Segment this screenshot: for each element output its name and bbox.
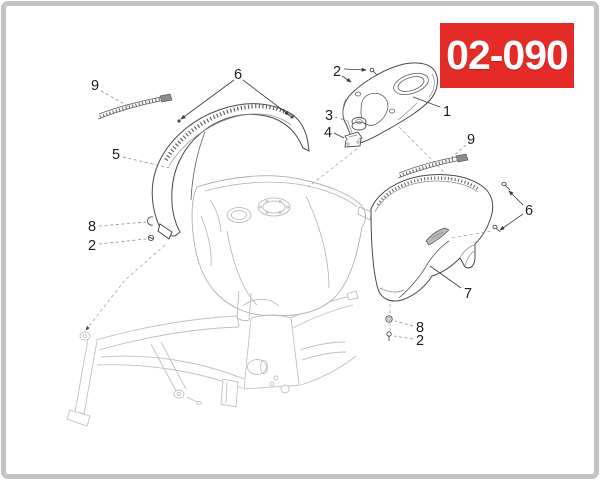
cover-emblem	[425, 227, 450, 246]
callout-ref-6-left: 6	[234, 67, 242, 83]
callout-ref-7: 7	[464, 286, 472, 302]
trim-strip-left	[97, 93, 173, 120]
mounting-bracket	[344, 131, 363, 148]
right-side-cover	[370, 173, 494, 302]
callout-ref-6-right: 6	[525, 203, 533, 219]
callout-ref-2-left: 2	[88, 238, 96, 254]
callout-ref-8-right: 8	[416, 320, 424, 336]
hardware-screws-clips	[147, 67, 511, 341]
grommet-right	[385, 315, 393, 323]
page-code-badge: 02-090	[440, 23, 574, 88]
screw-right-bottom	[386, 331, 392, 337]
leader-lines	[85, 67, 524, 340]
callout-ref-9-left: 9	[91, 78, 99, 94]
trim-strip-right	[397, 153, 469, 179]
motorcycle-frame-drawing	[66, 290, 359, 427]
callout-ref-5: 5	[112, 147, 120, 163]
callout-ref-2-top: 2	[333, 64, 341, 80]
fuel-tank-drawing	[191, 175, 373, 321]
screw-right-lower	[492, 224, 498, 230]
callout-ref-1: 1	[443, 104, 451, 120]
clip-left	[147, 216, 154, 226]
callout-ref-8-left: 8	[88, 219, 96, 235]
callout-ref-2-right: 2	[416, 333, 424, 349]
top-console-cover	[342, 62, 438, 144]
callout-ref-3: 3	[325, 108, 333, 124]
screw-right-upper	[501, 181, 507, 187]
screw-dot-left	[177, 119, 181, 123]
callout-ref-9-right: 9	[467, 132, 475, 148]
callout-numbers: 9 6 2 1 3 4 9 5 6 8 2 7 8 2	[88, 64, 533, 349]
page-code-text: 02-090	[446, 32, 569, 78]
screw-dot-mid	[290, 115, 294, 119]
callout-ref-4: 4	[324, 125, 332, 141]
left-side-cover	[151, 103, 310, 240]
screw-top	[369, 67, 375, 73]
grommet	[351, 117, 367, 131]
